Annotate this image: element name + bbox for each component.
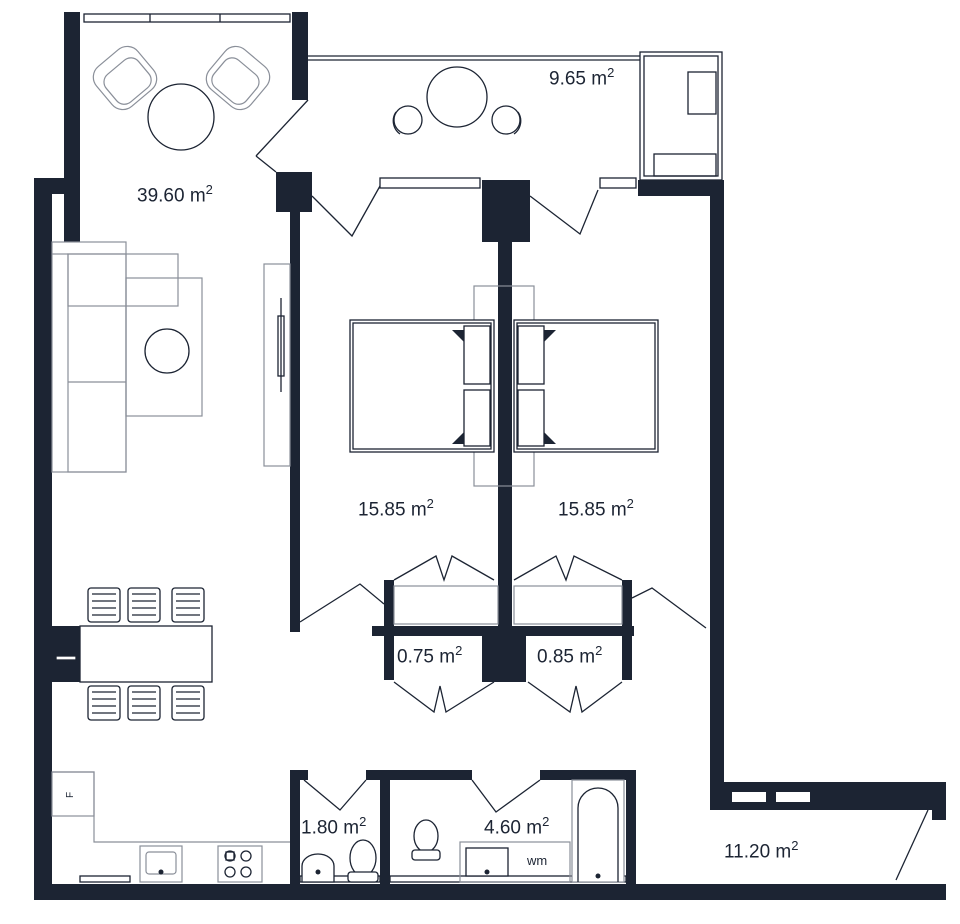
- walls: [34, 12, 946, 900]
- room-area-bathroom: 4.60 m2: [484, 814, 550, 839]
- chair-icon: [87, 587, 121, 623]
- toilet-icon: [347, 819, 441, 883]
- chair-icon: [87, 685, 121, 721]
- room-area-hall: 11.20 m2: [724, 838, 799, 863]
- bed-icon: [349, 285, 659, 487]
- door-swings: [299, 185, 929, 881]
- room-area-bedroom-left: 15.85 m2: [358, 496, 434, 521]
- room-area-bedroom-right: 15.85 m2: [558, 496, 634, 521]
- bathroom-vanity: [459, 841, 571, 883]
- windows: [55, 13, 810, 883]
- chair-icon: [127, 587, 161, 623]
- chair-icon: [171, 587, 205, 623]
- armchair-icon: [92, 45, 271, 111]
- hob-icon: [217, 845, 263, 883]
- kitchen-counter: [51, 771, 290, 843]
- chair-icon: [171, 685, 205, 721]
- room-area-wc: 1.80 m2: [301, 814, 367, 839]
- room-area-balcony: 9.65 m2: [549, 65, 615, 90]
- washing-machine-label: wm: [527, 853, 548, 868]
- sofa-icon: [51, 241, 203, 473]
- room-area-closet-right: 0.85 m2: [537, 643, 603, 668]
- balcony: [255, 51, 723, 181]
- room-area-closet-left: 0.75 m2: [397, 643, 463, 668]
- bathtub-icon: [571, 779, 625, 883]
- wardrobe-icon: [393, 585, 623, 625]
- sink-icon: [139, 845, 183, 883]
- room-area-living: 39.60 m2: [137, 182, 213, 207]
- chair-icon: [87, 587, 205, 721]
- washbasin-icon: [301, 853, 335, 883]
- tv-icon: [263, 263, 291, 467]
- balcony-table-set: [392, 66, 717, 177]
- dining-table-icon: [79, 625, 213, 683]
- coffee-table-icon: [144, 328, 190, 374]
- round-table-icon: [147, 83, 215, 151]
- fridge-label: F: [65, 791, 77, 799]
- chair-icon: [127, 685, 161, 721]
